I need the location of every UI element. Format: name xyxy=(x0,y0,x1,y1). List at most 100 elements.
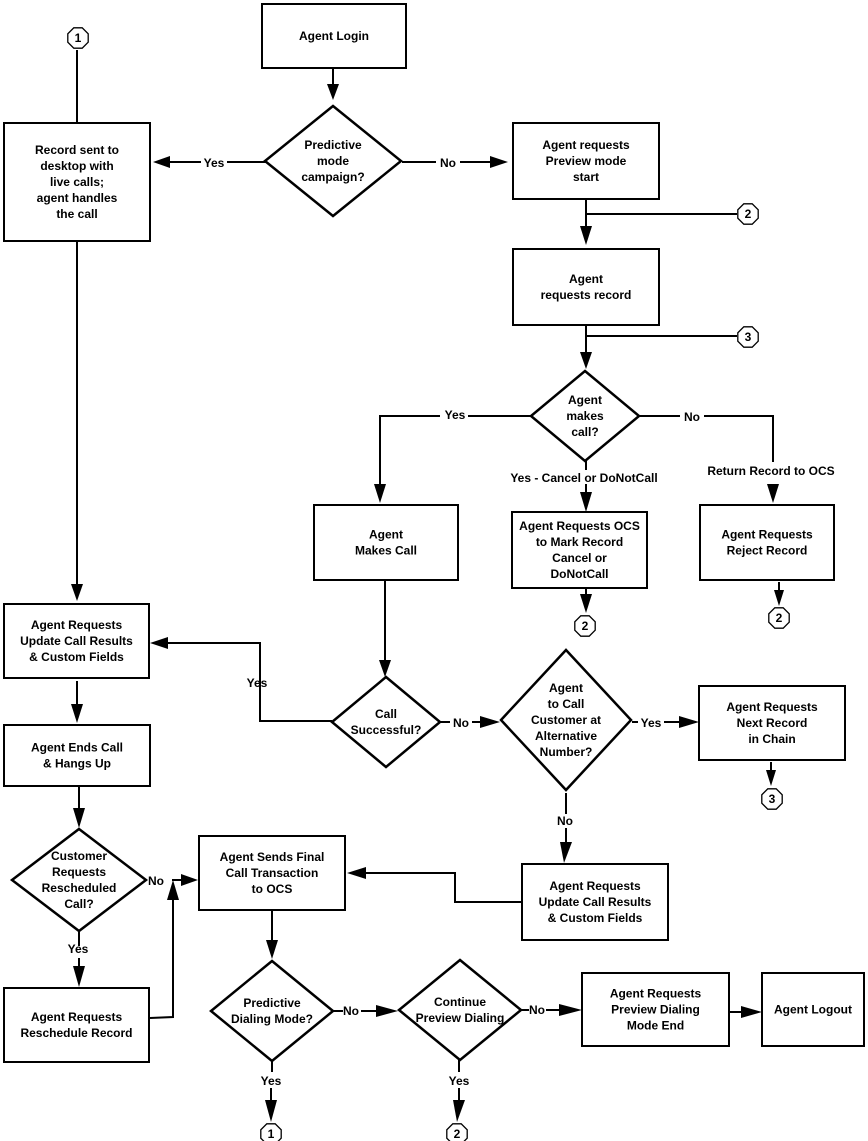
node-text-line: Preview Dialing xyxy=(416,1011,505,1025)
edges xyxy=(71,50,784,1122)
arrowhead xyxy=(153,156,170,168)
edge-label-resched-no: No xyxy=(148,874,164,888)
arrowhead xyxy=(376,1005,398,1017)
process-box xyxy=(512,248,660,326)
node-text-line: Agent Login xyxy=(299,29,369,43)
node-text-line: Customer xyxy=(51,849,107,863)
connector-c2-reject: 2 xyxy=(768,607,790,629)
connector-label: 3 xyxy=(745,330,752,344)
node-text-line: Requests xyxy=(52,865,106,879)
process-box xyxy=(3,987,150,1063)
edge-success-yes xyxy=(168,642,332,722)
arrowhead xyxy=(266,940,278,959)
connector-label: 2 xyxy=(776,611,783,625)
nodes: Agent LoginPredictivemodecampaign?Record… xyxy=(3,3,865,1063)
edge-label-continue-no: No xyxy=(529,1003,545,1017)
arrowhead xyxy=(265,1100,277,1122)
arrowhead xyxy=(741,1006,762,1018)
node-text-line: call? xyxy=(571,425,598,439)
process-box xyxy=(313,504,459,581)
edge-label-makescall-yes: Yes xyxy=(445,408,466,422)
node-text-line: Agent Sends Final xyxy=(220,850,325,864)
arrowhead xyxy=(580,492,592,512)
node-text-line: requests record xyxy=(541,288,632,302)
process-box xyxy=(511,511,648,589)
node-text-line: Agent xyxy=(568,393,602,407)
connector-circle xyxy=(446,1123,468,1141)
connector-label: 1 xyxy=(268,1127,275,1141)
node-text-line: to Mark Record xyxy=(536,535,623,549)
connector-circle xyxy=(67,27,89,49)
edge-label-predictive-no: No xyxy=(440,156,456,170)
process-box xyxy=(698,685,846,761)
node-text-line: Agent Logout xyxy=(774,1003,852,1017)
arrowhead xyxy=(379,660,391,677)
node-text-line: Dialing Mode? xyxy=(231,1012,313,1026)
connector-circle xyxy=(768,607,790,629)
node-login: Agent Login xyxy=(261,3,407,69)
node-text-line: Successful? xyxy=(351,723,422,737)
node-text-line: Agent Requests xyxy=(549,879,641,893)
process-box xyxy=(699,504,835,581)
arrowhead xyxy=(767,484,779,503)
arrowhead xyxy=(580,226,592,245)
decision-diamond xyxy=(330,675,442,769)
arrowhead xyxy=(679,716,699,728)
node-text-line: Agent Requests xyxy=(31,1010,123,1024)
edge-makescall-no xyxy=(638,415,774,462)
connector-c1-top: 1 xyxy=(67,27,89,49)
connector-c3-record: 3 xyxy=(737,326,759,348)
node-text-line: DoNotCall xyxy=(551,567,609,581)
arrowhead xyxy=(181,874,198,886)
node-text-line: Predictive xyxy=(304,138,362,152)
node-text-line: makes xyxy=(566,409,604,423)
process-box xyxy=(3,603,150,679)
connector-label: 2 xyxy=(582,619,589,633)
node-text-line: agent handles xyxy=(37,191,118,205)
node-text-line: Update Call Results xyxy=(539,895,652,909)
decision-diamond xyxy=(9,827,149,933)
node-text-line: Record sent to xyxy=(35,143,119,157)
edge-label-return-record: Return Record to OCS xyxy=(707,464,834,478)
node-text-line: Number? xyxy=(540,745,593,759)
arrowhead xyxy=(374,484,386,503)
connector-circle xyxy=(260,1123,282,1141)
node-text-line: Next Record xyxy=(737,716,808,730)
connector-c2-cancel: 2 xyxy=(574,615,596,637)
node-text-line: Call xyxy=(375,707,397,721)
arrowhead xyxy=(73,808,85,828)
edge-label-makescall-cancel: Yes - Cancel or DoNotCall xyxy=(510,471,657,485)
node-text-line: Agent Requests xyxy=(726,700,818,714)
edge-label-alt-no: No xyxy=(557,814,573,828)
arrowhead xyxy=(150,637,168,649)
edge-label-preddial-yes: Yes xyxy=(261,1074,282,1088)
edge-update-to-final xyxy=(366,872,522,903)
decision-diamond xyxy=(529,369,641,463)
node-text-line: Agent Requests xyxy=(610,987,702,1001)
node-text-line: Update Call Results xyxy=(20,634,133,648)
node-text-line: start xyxy=(573,170,599,184)
process-box xyxy=(3,122,151,242)
edge-label-success-no: No xyxy=(453,716,469,730)
connector-c2-bottom: 2 xyxy=(446,1123,468,1141)
node-text-line: Alternative xyxy=(535,729,597,743)
arrowhead xyxy=(766,770,776,786)
process-box xyxy=(521,863,669,941)
arrowhead xyxy=(71,584,83,601)
edge-reschedrecord-to-final xyxy=(149,898,174,1019)
node-text-line: Preview mode xyxy=(546,154,627,168)
